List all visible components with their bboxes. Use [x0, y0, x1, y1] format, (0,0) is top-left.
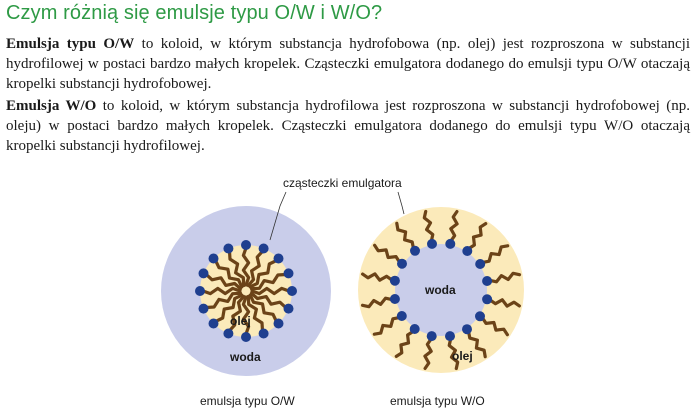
ow-molecule-tail — [204, 272, 243, 291]
wo-molecule-head — [482, 294, 493, 305]
paragraph-wo: Emulsja W/O to koloid, w którym substanc… — [6, 96, 690, 156]
ow-molecule-tail — [214, 293, 244, 323]
wo-molecule-head — [410, 245, 420, 256]
ow-molecule-tail — [227, 249, 246, 288]
term-wo: Emulsja W/O — [6, 98, 97, 114]
ow-molecule-head — [241, 332, 251, 342]
wo-molecule-tail — [360, 296, 394, 309]
wo-molecule-head — [397, 258, 407, 269]
ow-molecule-tail — [248, 293, 278, 323]
ow-oil-label: olej — [230, 314, 251, 328]
wo-molecule-tail — [488, 298, 521, 308]
wo-molecule-tail — [372, 316, 401, 336]
leader-line-wo — [397, 191, 405, 215]
ow-molecule-head — [273, 318, 284, 329]
ow-molecule-head — [258, 243, 269, 254]
paragraph-ow-text: to koloid, w którym substancja hydrofobo… — [6, 36, 690, 92]
ow-molecule-head — [283, 303, 294, 314]
ow-molecule-head — [287, 286, 297, 296]
wo-molecule-head — [396, 311, 407, 321]
wo-molecule-tail — [394, 329, 415, 358]
wo-oil-label: olej — [452, 349, 473, 363]
leader-line-ow — [269, 191, 287, 241]
ow-molecule-tail — [249, 291, 288, 310]
wo-molecule-head — [475, 311, 485, 322]
ow-molecule-head — [198, 303, 209, 314]
wo-molecule-head — [475, 259, 486, 269]
ow-molecule-head — [283, 268, 294, 279]
wo-water-label: woda — [424, 283, 456, 297]
paragraph-wo-text: to koloid, w którym substancja hydrofilo… — [6, 98, 691, 154]
wo-molecule-head — [427, 238, 437, 249]
wo-molecule-head — [389, 294, 400, 304]
wo-molecule-tail — [467, 330, 487, 359]
wo-diagram: woda olej emulsja typu W/O — [358, 207, 524, 408]
ow-molecule-head — [208, 318, 219, 329]
wo-molecule-tail — [488, 271, 522, 284]
ow-molecule-tail — [249, 272, 288, 291]
wo-molecule-tail — [361, 272, 394, 282]
ow-molecule-tail — [246, 294, 265, 333]
ow-molecule-tail — [250, 286, 291, 296]
wo-molecule-tail — [449, 210, 459, 243]
wo-molecule-head — [462, 324, 472, 335]
ow-emulsifier-molecules — [195, 240, 297, 342]
wo-molecule-tail — [447, 337, 460, 371]
wo-caption: emulsja typu W/O — [390, 394, 485, 408]
wo-emulsifier-molecules — [360, 209, 522, 371]
ow-molecule-head — [195, 286, 205, 296]
ow-molecule-head — [241, 240, 251, 250]
ow-molecule-tail — [214, 259, 244, 289]
wo-molecule-head — [445, 331, 455, 342]
ow-water-label: woda — [229, 350, 261, 364]
ow-molecule-tail — [227, 294, 246, 333]
wo-molecule-head — [462, 246, 473, 256]
wo-molecule-head — [482, 276, 493, 286]
ow-diagram: olej woda emulsja typu O/W — [161, 206, 331, 408]
wo-molecule-tail — [423, 337, 433, 370]
wo-molecule-tail — [395, 221, 415, 250]
wo-molecule-tail — [467, 222, 488, 251]
wo-molecule-head — [389, 275, 400, 286]
wo-molecule-head — [426, 331, 437, 342]
wo-water-droplet — [395, 244, 487, 336]
ow-molecule-tail — [241, 246, 251, 287]
ow-molecule-tail — [241, 295, 251, 336]
wo-molecule-tail — [481, 244, 510, 264]
term-ow: Emulsja typu O/W — [6, 36, 135, 52]
wo-molecule-head — [445, 238, 456, 249]
ow-molecule-tail — [246, 249, 265, 288]
wo-molecule-head — [409, 324, 420, 334]
ow-molecule-head — [208, 253, 219, 264]
ow-molecule-head — [198, 268, 209, 279]
ow-molecule-tail — [204, 291, 243, 310]
emulsifier-label: cząsteczki emulgatora — [283, 176, 402, 190]
ow-molecule-head — [273, 253, 284, 264]
ow-molecule-tail — [201, 286, 242, 296]
ow-molecule-head — [258, 328, 269, 339]
ow-molecule-head — [223, 328, 234, 339]
ow-molecule-tail — [248, 259, 278, 289]
wo-molecule-tail — [373, 243, 402, 264]
paragraph-ow: Emulsja typu O/W to koloid, w którym sub… — [6, 34, 690, 94]
ow-molecule-head — [223, 243, 234, 254]
wo-molecule-tail — [422, 209, 435, 243]
page-title: Czym różnią się emulsje typu O/W i W/O? — [6, 2, 383, 24]
wo-molecule-tail — [480, 316, 509, 337]
ow-caption: emulsja typu O/W — [200, 394, 295, 408]
emulsifier-callout: cząsteczki emulgatora — [269, 176, 405, 241]
